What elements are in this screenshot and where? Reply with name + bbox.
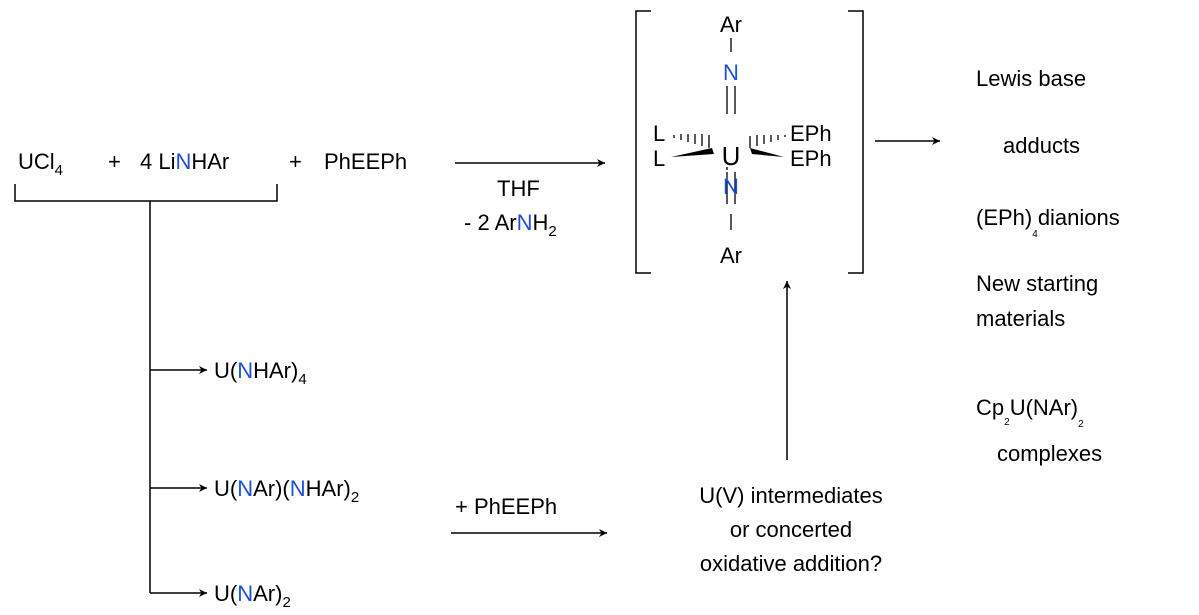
product-starting-line2: materials (976, 306, 1065, 331)
question-line1: U(V) intermediates (699, 483, 882, 508)
complex-l-upper: L (653, 121, 665, 146)
plus-sign-1: + (108, 149, 121, 174)
complex-u-center: U (722, 141, 741, 171)
bond-wedge-eph (750, 148, 784, 157)
lower-reagent-phe-phe: + PhEEPh (455, 494, 557, 519)
reactant-lithium-amide: 4 LiNHAr (140, 149, 229, 174)
question-line3: oxidative addition? (700, 551, 882, 576)
condition-byproduct: - 2 ArNH2 (464, 210, 557, 240)
plus-sign-2: + (289, 149, 302, 174)
complex-eph-upper: EPh (790, 121, 832, 146)
product-starting-line1: New starting (976, 271, 1098, 296)
bond-hashed-eph (749, 135, 786, 148)
product-lewis-base-line1: Lewis base (976, 66, 1086, 91)
branch-u-nar2: U(NAr)2 (214, 581, 291, 611)
complex-ar-top: Ar (720, 12, 742, 37)
bracket-reactants (14, 184, 278, 202)
product-lewis-base-line2: adducts (1003, 133, 1080, 158)
bond-hashed-l (673, 134, 710, 148)
complex-ar-bottom: Ar (720, 243, 742, 268)
complex-n-bottom: N (723, 174, 739, 199)
complex-eph-lower: EPh (790, 146, 832, 171)
reactant-ucl4: UCl4 (18, 149, 63, 179)
product-eph-dianions: (EPh)4dianions (976, 205, 1120, 240)
bracket-left (635, 10, 651, 274)
branch-u-nhar4: U(NHAr)4 (214, 358, 307, 388)
reactant-phe-phe: PhEEPh (324, 149, 407, 174)
complex-l-lower: L (653, 146, 665, 171)
bond-wedge-l (671, 148, 714, 157)
bracket-right (848, 10, 864, 274)
product-cp2u-line2: complexes (997, 441, 1102, 466)
product-cp2u-line1: Cp2U(NAr)2 (976, 395, 1084, 430)
branch-u-nar-nhar2: U(NAr)(NHAr)2 (214, 476, 359, 506)
complex-n-top: N (723, 60, 739, 85)
condition-thf: THF (497, 176, 540, 201)
question-line2: or concerted (730, 517, 852, 542)
